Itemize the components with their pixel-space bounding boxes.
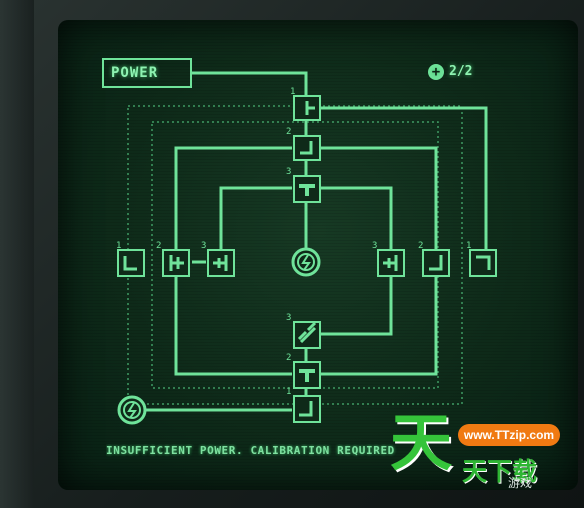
node-top-1[interactable] (293, 95, 321, 121)
node-label: 3 (286, 313, 291, 323)
corner-icon (300, 141, 313, 155)
t-junction-icon (305, 101, 315, 115)
t-junction-icon (213, 255, 228, 271)
corner-icon (123, 256, 137, 271)
diagonal-icon (297, 321, 317, 344)
node-right-2[interactable] (422, 249, 450, 277)
power-source-node[interactable] (117, 395, 147, 425)
power-counter: +2/2 (428, 62, 472, 82)
node-top-3[interactable] (293, 175, 321, 203)
node-label: 2 (156, 241, 161, 251)
node-right-1[interactable] (469, 249, 497, 277)
node-label: 2 (286, 353, 291, 363)
t-junction-icon (299, 184, 315, 196)
power-counter-text: 2/2 (449, 64, 473, 79)
corner-icon (476, 255, 491, 270)
corner-icon (429, 255, 443, 271)
status-message: INSUFFICIENT POWER. CALIBRATION REQUIRED (106, 444, 395, 457)
node-left-1[interactable] (117, 249, 145, 277)
power-bolt-icon (297, 253, 315, 271)
watermark-small-chars: 游戏 (508, 476, 533, 490)
watermark-sub-chars: 天下载 (462, 457, 538, 486)
monitor-side-panel (0, 0, 34, 508)
power-bolt-icon (123, 401, 141, 419)
node-right-3[interactable] (377, 249, 405, 277)
t-junction-icon (383, 255, 398, 271)
corner-icon (299, 401, 313, 417)
node-label: 3 (286, 167, 291, 177)
node-bottom-2[interactable] (293, 361, 321, 389)
node-label: 1 (466, 241, 471, 251)
node-label: 1 (116, 241, 121, 251)
power-label: POWER (102, 58, 192, 88)
node-left-3[interactable] (207, 249, 235, 277)
node-labels: 1 2 3 1 2 3 3 2 1 3 2 1 (116, 87, 471, 397)
node-label: 1 (290, 87, 295, 97)
node-label: 3 (201, 241, 206, 251)
watermark-url: www.TTzip.com (458, 424, 560, 446)
node-left-2[interactable] (162, 249, 190, 277)
t-junction-icon (169, 255, 184, 271)
node-label: 2 (418, 241, 423, 251)
plus-icon: + (428, 63, 444, 80)
node-bottom-1[interactable] (293, 395, 321, 423)
node-label: 1 (286, 387, 291, 397)
node-label: 2 (286, 127, 291, 137)
node-label: 3 (372, 241, 377, 251)
core-node[interactable] (291, 247, 321, 277)
circuit-wires (145, 71, 488, 412)
node-top-2[interactable] (293, 135, 321, 161)
node-bottom-3[interactable] (293, 321, 321, 349)
watermark-logo-char: 天 (390, 406, 453, 479)
t-junction-icon (299, 369, 315, 382)
